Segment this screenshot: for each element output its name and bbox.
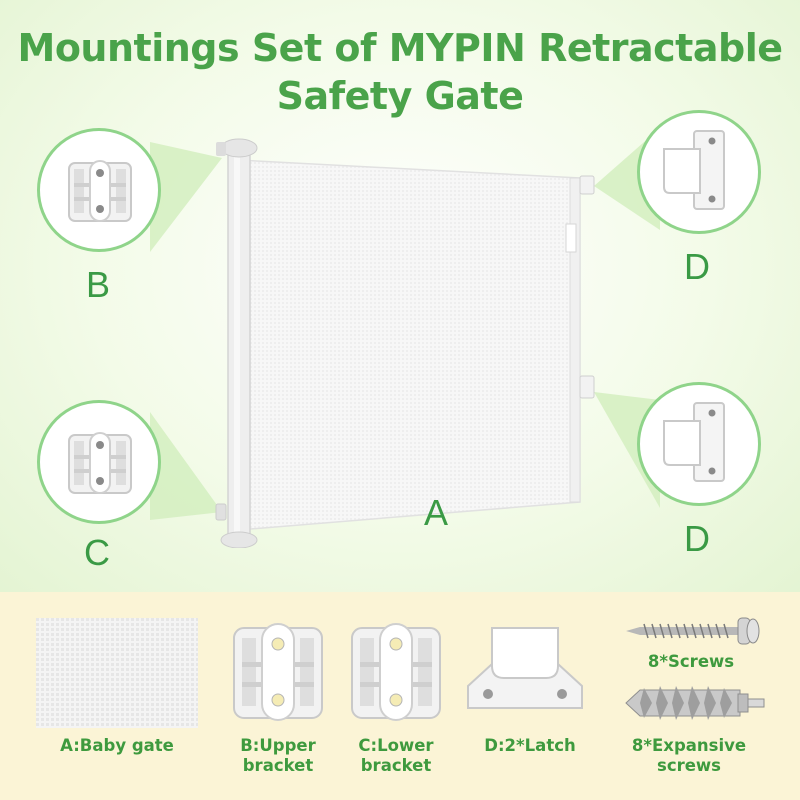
label-lower-bracket: C:Lower bracket	[358, 736, 434, 775]
label-baby-gate: A:Baby gate	[60, 736, 174, 755]
lower-bracket-icon	[68, 432, 132, 494]
callout-label-d-top: D	[684, 246, 710, 287]
callout-circle-d-bottom	[637, 382, 761, 506]
label-latch: D:2*Latch	[484, 736, 576, 755]
title-line-1: Mountings Set of MYPIN Retractable	[17, 26, 784, 70]
callout-circle-d-top	[637, 110, 761, 234]
label-upper-bracket: B:Upper bracket	[240, 736, 316, 775]
callout-circle-c	[37, 400, 161, 524]
label-expansive-screws: 8*Expansive screws	[631, 736, 747, 775]
baby-gate-mesh-swatch	[36, 618, 198, 728]
retractable-gate-image	[215, 138, 595, 548]
callout-label-b: B	[86, 264, 111, 305]
callout-label-a: A	[424, 492, 449, 533]
lower-bracket-icon	[351, 623, 441, 721]
label-screws: 8*Screws	[647, 652, 735, 671]
screw-icon	[626, 617, 760, 645]
upper-bracket-icon	[233, 623, 323, 721]
upper-bracket-icon	[68, 160, 132, 222]
title-line-2: Safety Gate	[276, 74, 524, 118]
callout-label-d-bottom: D	[684, 518, 710, 559]
callout-circle-b	[37, 128, 161, 252]
latch-icon	[467, 627, 583, 709]
callout-label-c: C	[84, 532, 110, 573]
latch-icon	[663, 402, 725, 482]
expansive-screw-icon	[625, 686, 765, 720]
page-title: Mountings Set of MYPIN Retractable Safet…	[0, 24, 800, 120]
latch-icon	[663, 130, 725, 210]
